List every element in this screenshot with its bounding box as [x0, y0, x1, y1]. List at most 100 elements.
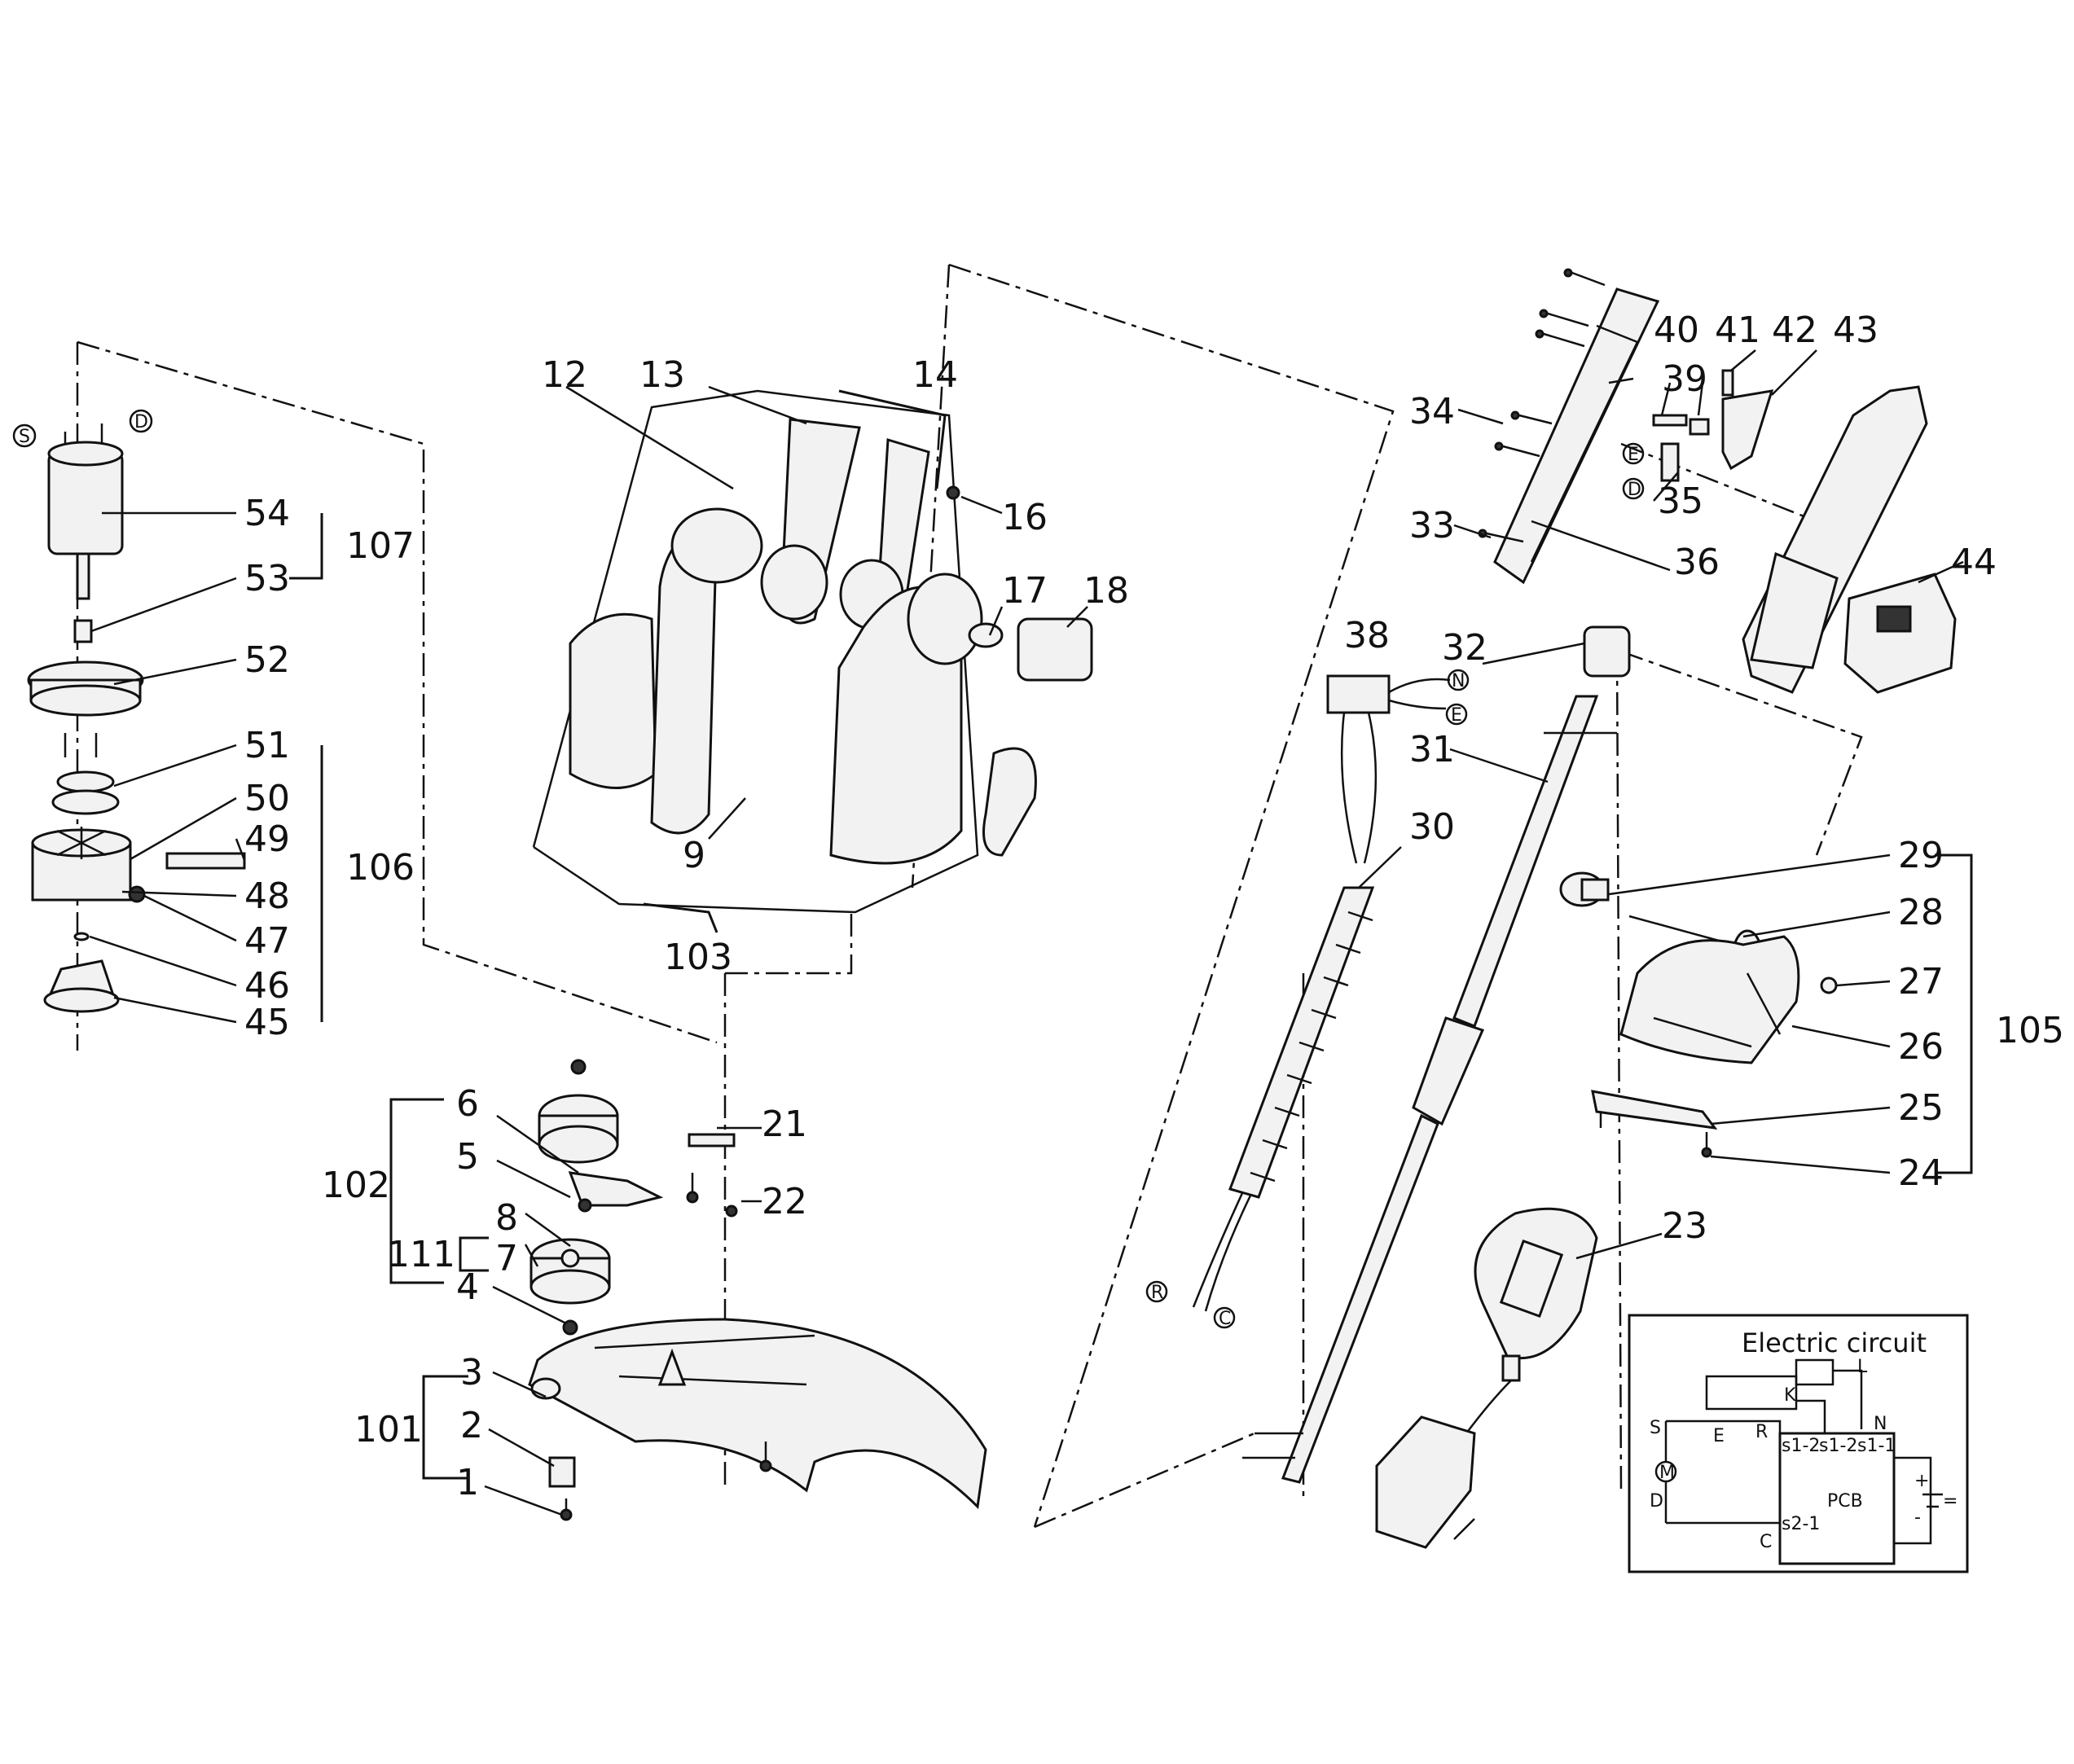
- label-4: 4: [456, 1266, 479, 1308]
- label-50: 50: [244, 778, 290, 819]
- label-26: 26: [1898, 1026, 1944, 1068]
- motor-shaft: [76, 552, 90, 600]
- label-41: 41: [1715, 309, 1760, 351]
- part-number-labels: 54 53 52 51 50 49 48 47 46 45 12 13 14 1…: [244, 309, 1997, 1503]
- handle-leader-lines: [1453, 349, 1964, 584]
- housing-leader-lines: [565, 385, 1088, 933]
- group-105: 105: [1996, 1010, 2064, 1051]
- label-52: 52: [244, 639, 290, 681]
- label-2: 2: [460, 1405, 483, 1446]
- label-9: 9: [683, 835, 705, 876]
- label-53: 53: [244, 558, 290, 599]
- handle-half-36: [1493, 287, 1660, 585]
- bearing-8: [560, 1248, 580, 1268]
- screw-1: [560, 1508, 573, 1521]
- label-24: 24: [1898, 1152, 1944, 1194]
- wire-marker-c: [1213, 1306, 1236, 1329]
- group-107: 107: [346, 525, 415, 567]
- guard-right: [982, 747, 1037, 857]
- pin-41: [1689, 418, 1710, 436]
- svg-text:R: R: [1151, 1283, 1163, 1303]
- arrow-mark: [657, 1348, 687, 1386]
- aux-leader-lines: [1608, 853, 1973, 1174]
- tube-assembly: [1242, 625, 1631, 1484]
- clip-3: [530, 1377, 561, 1400]
- axle-plate-5: [568, 1171, 664, 1207]
- wire-marker-d2: [1622, 477, 1645, 500]
- label-1: 1: [456, 1462, 479, 1503]
- connector-38: [1326, 674, 1391, 714]
- label-51: 51: [244, 725, 290, 766]
- svg-text:D: D: [1628, 480, 1641, 500]
- svg-text:S: S: [19, 427, 30, 447]
- bracket-2: [548, 1456, 576, 1488]
- svg-text:N: N: [1874, 1414, 1887, 1434]
- label-27: 27: [1898, 961, 1944, 1003]
- svg-text:L: L: [1857, 1357, 1868, 1377]
- electric-circuit-diagram: Electric circuit PCB s1-2 s1-2 s1-1 s2-1…: [1628, 1314, 1969, 1573]
- label-39: 39: [1662, 358, 1707, 400]
- wire-marker-e: [1445, 703, 1468, 726]
- label-46: 46: [244, 965, 290, 1007]
- label-8: 8: [495, 1197, 518, 1239]
- svg-text:E: E: [1628, 445, 1639, 465]
- aux-handle-assembly: [1559, 871, 1838, 1158]
- tube-cap-32: [1583, 625, 1631, 678]
- svg-text:E: E: [1713, 1426, 1725, 1446]
- group-106: 106: [346, 847, 415, 889]
- bottom-leader-lines: [389, 1098, 762, 1516]
- guard-101: [528, 1318, 987, 1510]
- spring-17: [968, 622, 1004, 648]
- nut-4: [562, 1319, 578, 1336]
- gear-18: [1017, 617, 1093, 682]
- wire-marker-r: [1145, 1280, 1168, 1303]
- label-17: 17: [1002, 570, 1048, 612]
- battery-44: [1843, 573, 1957, 694]
- label-13: 13: [639, 354, 685, 396]
- group-101: 101: [354, 1409, 423, 1450]
- svg-text:S: S: [1650, 1418, 1661, 1438]
- nut-27: [1820, 976, 1838, 994]
- wire-marker-n: [1447, 669, 1470, 691]
- label-44: 44: [1951, 542, 1997, 583]
- svg-text:=: =: [1943, 1491, 1958, 1512]
- screw-22: [725, 1205, 738, 1218]
- label-23: 23: [1662, 1205, 1707, 1247]
- group-103: 103: [664, 937, 732, 978]
- group-number-labels: 107 106 103 102 111 101 105: [322, 525, 2064, 1450]
- label-3: 3: [460, 1352, 483, 1393]
- motor-assembly: S D: [12, 409, 246, 1013]
- svg-text:M: M: [1659, 1463, 1675, 1483]
- svg-text:+: +: [1914, 1471, 1929, 1491]
- label-36: 36: [1674, 542, 1720, 583]
- wire-marker-s: [12, 423, 37, 448]
- trigger-43: [1721, 389, 1774, 471]
- wheel-assembly: [529, 1059, 738, 1336]
- svg-text:s1-2: s1-2: [1782, 1436, 1820, 1456]
- label-45: 45: [244, 1002, 290, 1043]
- lower-tube: [1281, 1113, 1439, 1484]
- pcb-box: [1778, 1432, 1896, 1565]
- label-6: 6: [456, 1083, 479, 1125]
- cover-25: [1591, 1090, 1718, 1130]
- label-42: 42: [1772, 309, 1817, 351]
- housing-assembly: [532, 389, 1093, 914]
- svg-text:C: C: [1760, 1532, 1772, 1552]
- svg-text:R: R: [1755, 1422, 1768, 1442]
- spring-42: [1721, 369, 1734, 397]
- label-32: 32: [1442, 627, 1487, 669]
- handle-assembly: E D: [1478, 268, 1957, 694]
- label-33: 33: [1409, 505, 1455, 546]
- label-43: 43: [1833, 309, 1878, 351]
- adapter: [1375, 1415, 1476, 1549]
- spring-39: [1652, 414, 1688, 427]
- label-49: 49: [244, 818, 290, 860]
- label-31: 31: [1409, 729, 1455, 770]
- wire-marker-e2: [1622, 442, 1645, 465]
- tube-lock: [1412, 1016, 1485, 1126]
- label-25: 25: [1898, 1087, 1944, 1129]
- label-29: 29: [1898, 835, 1944, 876]
- label-48: 48: [244, 875, 290, 917]
- screw-24: [1701, 1147, 1712, 1158]
- svg-text:s2-1: s2-1: [1782, 1514, 1820, 1534]
